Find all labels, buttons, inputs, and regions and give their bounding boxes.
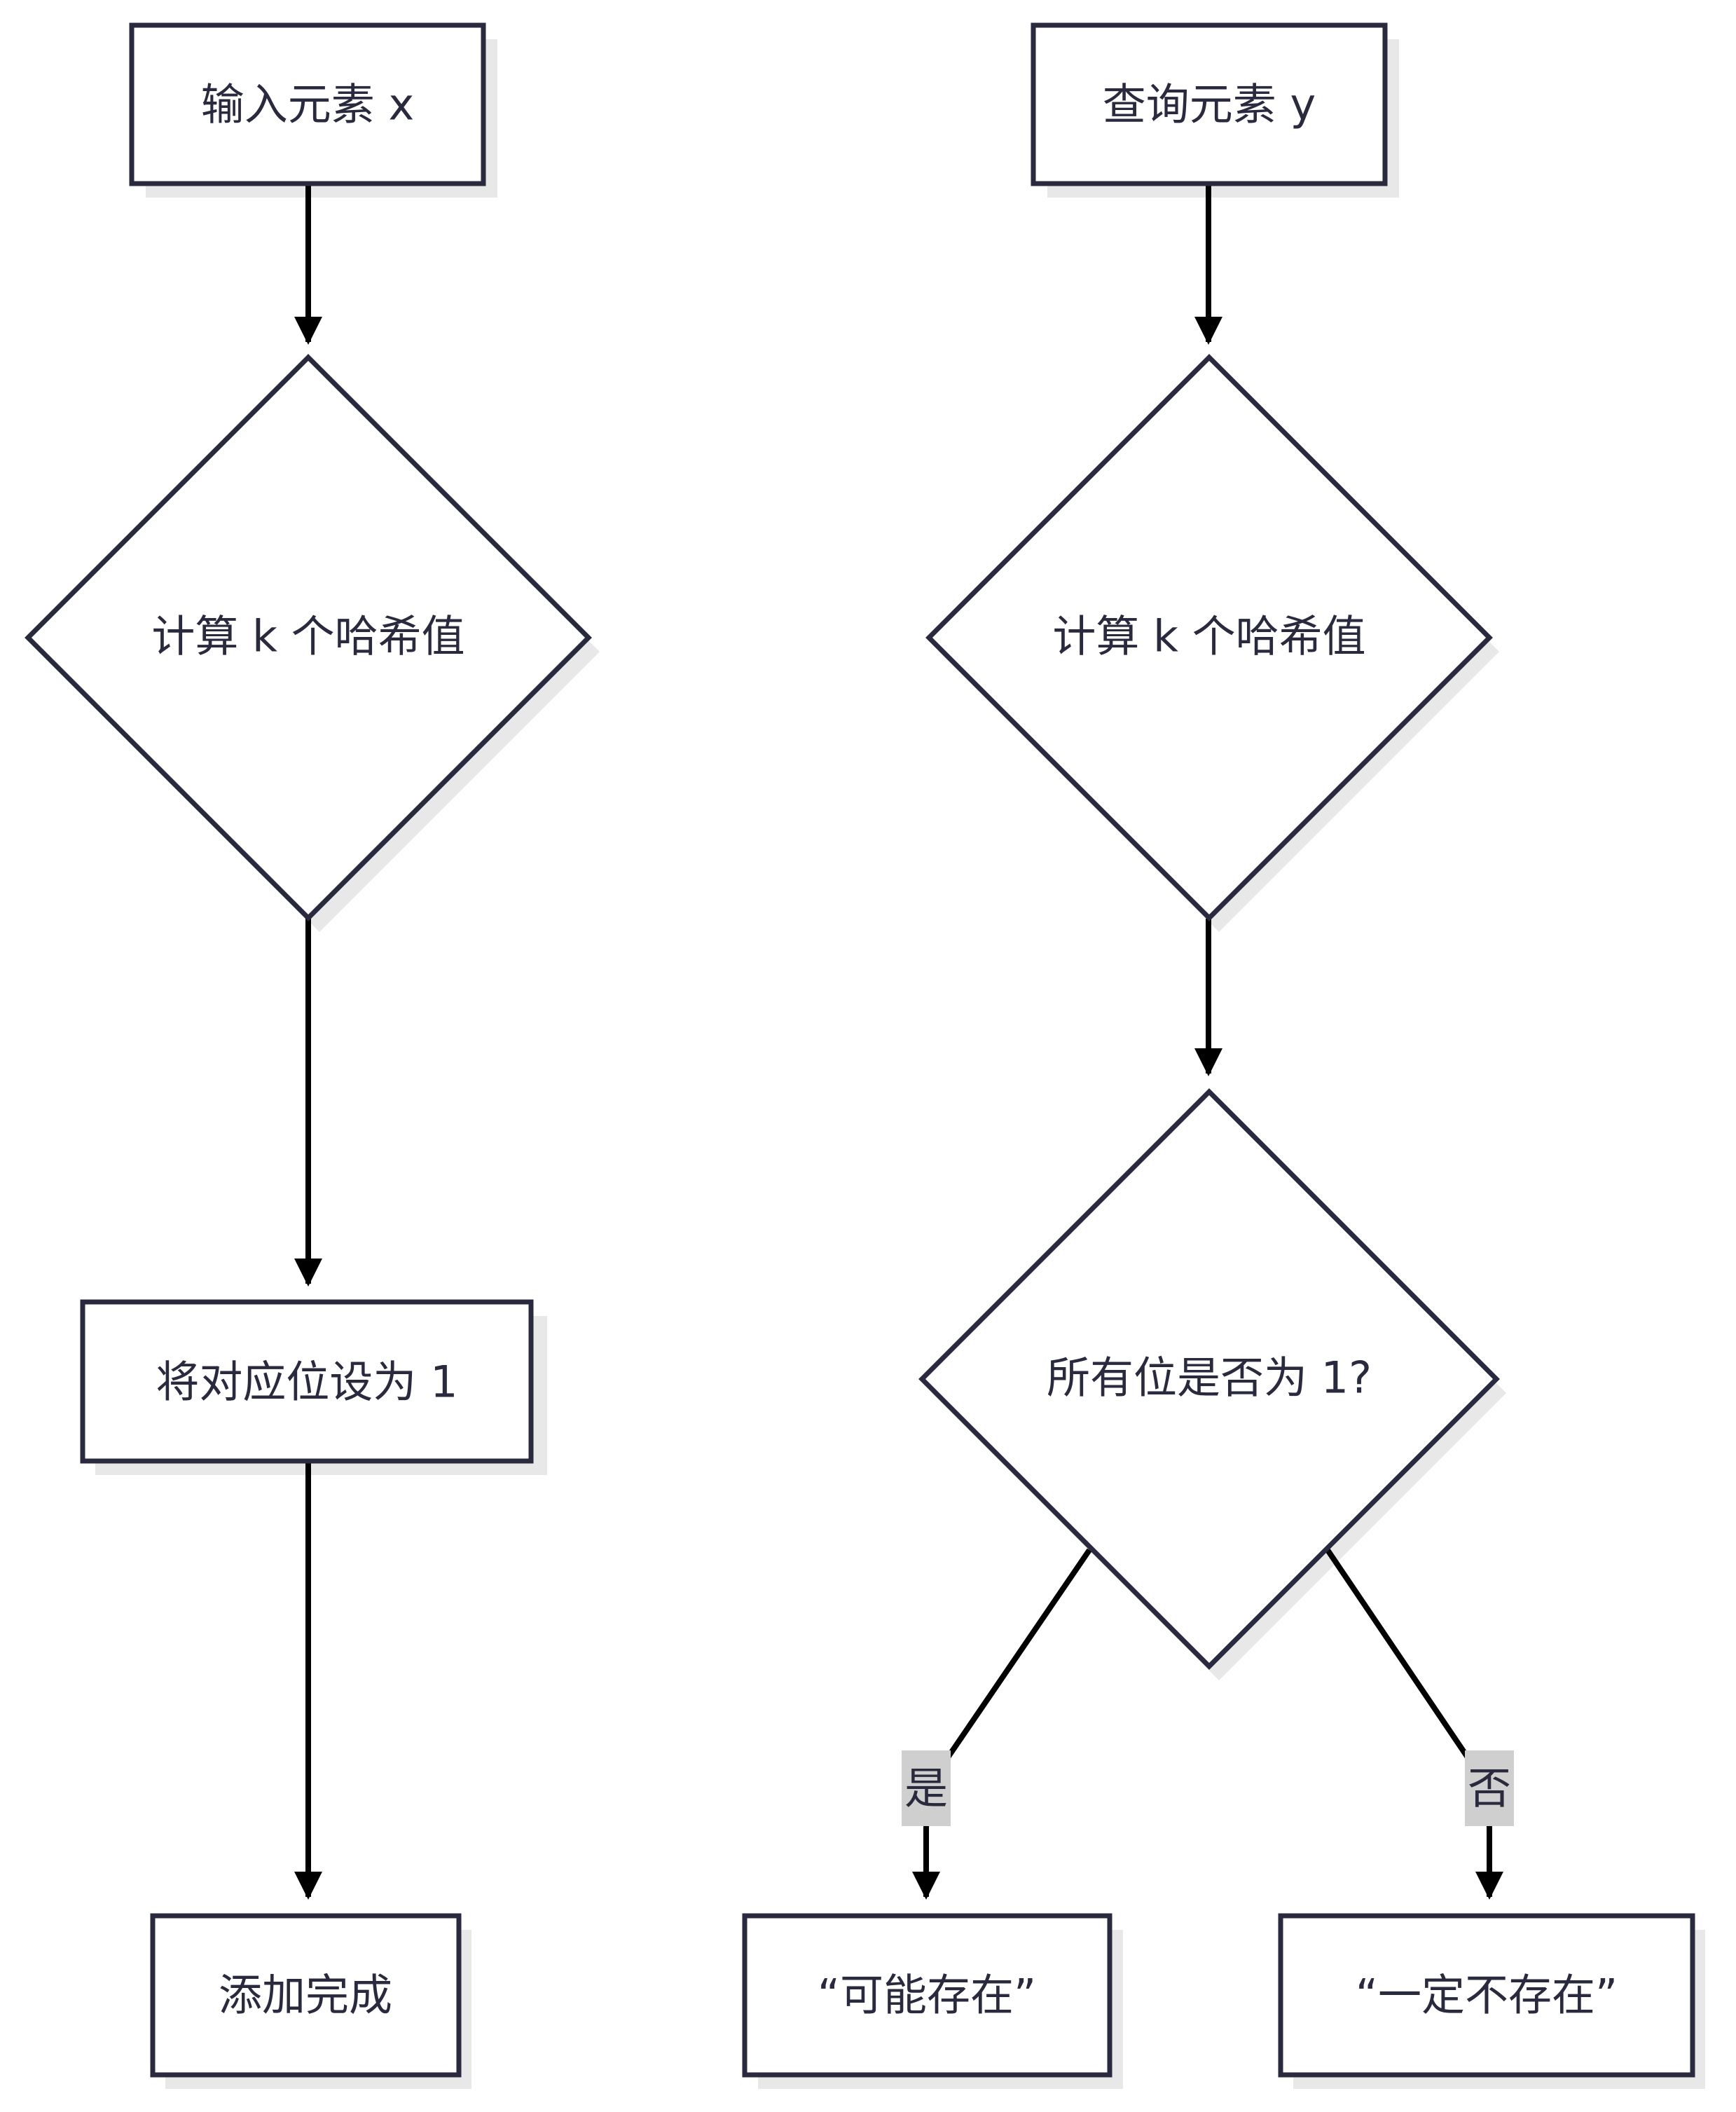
svg-text:查询元素 y: 查询元素 y — [1103, 79, 1316, 130]
node-compute-hashes-query: 计算 k 个哈希值 — [925, 354, 1493, 921]
node-maybe-exists: “可能存在” — [742, 1913, 1112, 2078]
node-input-x: 输入元素 x — [129, 22, 486, 186]
svg-text:否: 否 — [1468, 1763, 1511, 1814]
svg-text:计算 k 个哈希值: 计算 k 个哈希值 — [1052, 611, 1365, 662]
svg-text:所有位是否为 1?: 所有位是否为 1? — [1047, 1352, 1372, 1404]
svg-text:将对应位设为 1: 将对应位设为 1 — [156, 1357, 457, 1408]
node-definitely-not-exists: “一定不存在” — [1278, 1913, 1695, 2078]
svg-text:添加完成: 添加完成 — [219, 1970, 392, 2021]
svg-text:计算 k 个哈希值: 计算 k 个哈希值 — [151, 611, 464, 662]
svg-text:“可能存在”: “可能存在” — [818, 1970, 1036, 2021]
svg-text:“一定不存在”: “一定不存在” — [1356, 1970, 1618, 2021]
svg-text:输入元素 x: 输入元素 x — [201, 79, 414, 130]
svg-text:是: 是 — [904, 1763, 948, 1814]
edge-label-yes: 是 — [902, 1750, 951, 1826]
edge-label-no: 否 — [1465, 1750, 1514, 1826]
edge-check-yes — [912, 1548, 1092, 1900]
node-set-bits: 将对应位设为 1 — [80, 1299, 534, 1464]
node-all-bits-check: 所有位是否为 1? — [918, 1088, 1500, 1670]
node-query-y: 查询元素 y — [1031, 22, 1388, 186]
node-compute-hashes-add: 计算 k 个哈希值 — [25, 354, 592, 921]
node-add-done: 添加完成 — [150, 1913, 462, 2078]
edge-check-no — [1325, 1548, 1503, 1900]
